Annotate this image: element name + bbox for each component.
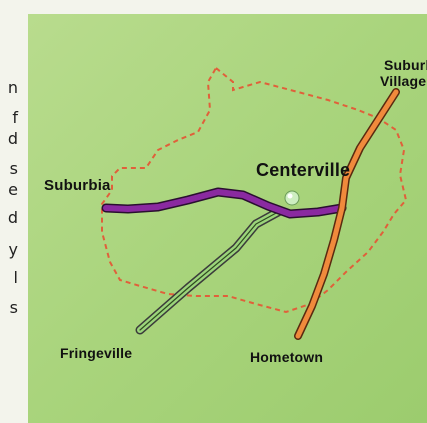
article-side-text: n f d s e d y l s — [0, 0, 22, 423]
label-suburbia: Suburbia — [44, 177, 111, 194]
side-letter: d — [7, 129, 18, 148]
label-village: Village — [380, 73, 426, 89]
map-svg: Centerville Suburbia Fringeville Hometow… — [44, 57, 427, 365]
label-centerville: Centerville — [256, 160, 350, 180]
label-fringeville: Fringeville — [60, 345, 132, 361]
side-letter: f — [12, 108, 18, 127]
side-letter: l — [13, 268, 18, 287]
side-letter: y — [8, 240, 18, 259]
suburbia-route — [101, 187, 347, 219]
side-letter: e — [8, 180, 18, 199]
town-boundary — [101, 66, 408, 314]
side-letter: s — [9, 159, 18, 178]
side-letter: d — [7, 208, 18, 227]
village-route — [294, 88, 400, 340]
label-hometown: Hometown — [250, 349, 323, 365]
centerville-marker — [284, 190, 300, 206]
side-letter: s — [9, 298, 18, 317]
map-panel: Centerville Suburbia Fringeville Hometow… — [28, 0, 427, 423]
map-left-margin — [22, 0, 28, 423]
map-top-margin — [28, 0, 427, 14]
side-letter: n — [7, 78, 18, 97]
label-suburb: Suburb — [384, 57, 427, 73]
fringeville-route — [135, 207, 283, 335]
